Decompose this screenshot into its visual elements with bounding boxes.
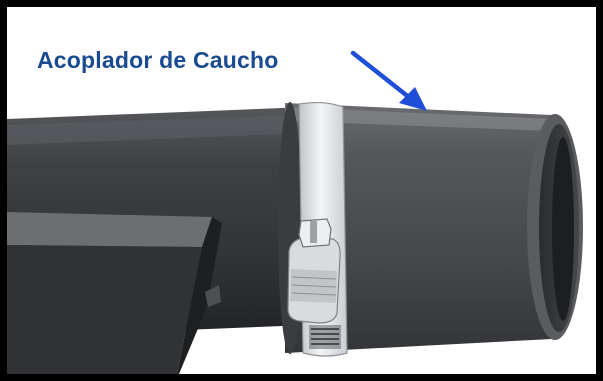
clamp-screw-slot bbox=[310, 221, 317, 243]
coupler-body bbox=[285, 103, 552, 353]
branch-edge bbox=[177, 217, 222, 374]
branch-notch bbox=[205, 285, 221, 307]
main-pipe-highlight bbox=[7, 115, 307, 145]
branch-top-face bbox=[7, 212, 212, 247]
coupler-top-highlight bbox=[285, 107, 552, 131]
pipe-coupler-illustration bbox=[7, 50, 583, 374]
clamp-housing-ribs bbox=[291, 276, 337, 296]
branch-side bbox=[7, 245, 202, 374]
callout-label: Acoplador de Caucho bbox=[37, 47, 279, 73]
clamp-band-slots bbox=[309, 325, 341, 349]
arrow-down-right-icon bbox=[350, 50, 427, 111]
coupler-mouth-shadow bbox=[552, 137, 574, 321]
clamp-slot-lines bbox=[311, 328, 339, 345]
